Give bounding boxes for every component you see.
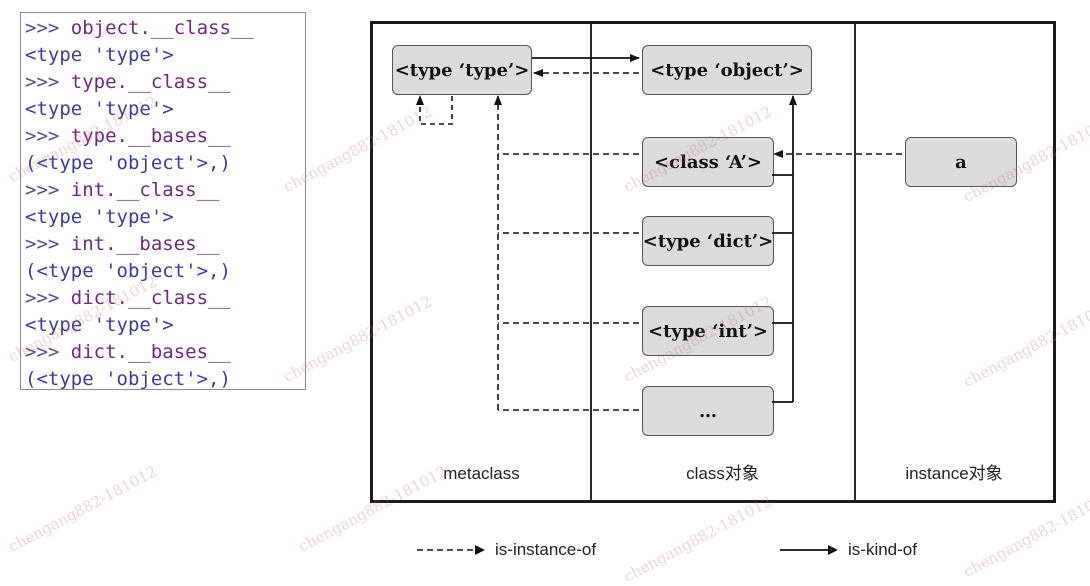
legend-kind-of: is-kind-of: [778, 540, 917, 560]
node-instance-a: a: [905, 137, 1017, 187]
code-line: >>> int.__bases__: [25, 233, 220, 255]
solid-arrow-icon: [780, 545, 838, 555]
legend-label-kind-of: is-kind-of: [848, 540, 917, 559]
dashed-arrow-icon: [417, 545, 485, 555]
code-line: >>> type.__class__: [25, 71, 231, 93]
legend-instance-of: is-instance-of: [415, 540, 596, 560]
code-line: >>> dict.__bases__: [25, 341, 231, 363]
node-type-int: <type ‘int’>: [642, 306, 774, 356]
column-divider: [854, 24, 856, 500]
code-line: (<type 'object'>,): [25, 368, 231, 390]
legend-label-instance-of: is-instance-of: [495, 540, 597, 559]
code-line: >>> type.__bases__: [25, 125, 231, 147]
code-line: >>> int.__class__: [25, 179, 220, 201]
code-line: <type 'type'>: [25, 44, 174, 66]
node-class-a: <class ‘A’>: [642, 137, 774, 187]
diagram-frame: <type ‘type’> <type ‘object’> <class ‘A’…: [370, 21, 1056, 503]
watermark: chengang882-181012: [620, 492, 775, 586]
column-divider: [590, 24, 592, 500]
code-line: <type 'type'>: [25, 206, 174, 228]
code-line: (<type 'object'>,): [25, 152, 231, 174]
column-label-class-object: class对象: [686, 464, 759, 483]
node-ellipsis: …: [642, 386, 774, 436]
column-label-metaclass: metaclass: [443, 464, 520, 483]
code-panel: >>> object.__class__ <type 'type'> >>> t…: [20, 12, 306, 390]
node-type-type: <type ‘type’>: [392, 45, 532, 95]
code-line: <type 'type'>: [25, 314, 174, 336]
code-line: <type 'type'>: [25, 98, 174, 120]
node-type-dict: <type ‘dict’>: [642, 216, 774, 266]
node-type-object: <type ‘object’>: [642, 45, 812, 95]
code-line: >>> object.__class__: [25, 17, 254, 39]
column-label-instance-object: instance对象: [905, 464, 1003, 483]
code-line: (<type 'object'>,): [25, 260, 231, 282]
code-line: >>> dict.__class__: [25, 287, 231, 309]
watermark: chengang882-181012: [5, 462, 160, 556]
